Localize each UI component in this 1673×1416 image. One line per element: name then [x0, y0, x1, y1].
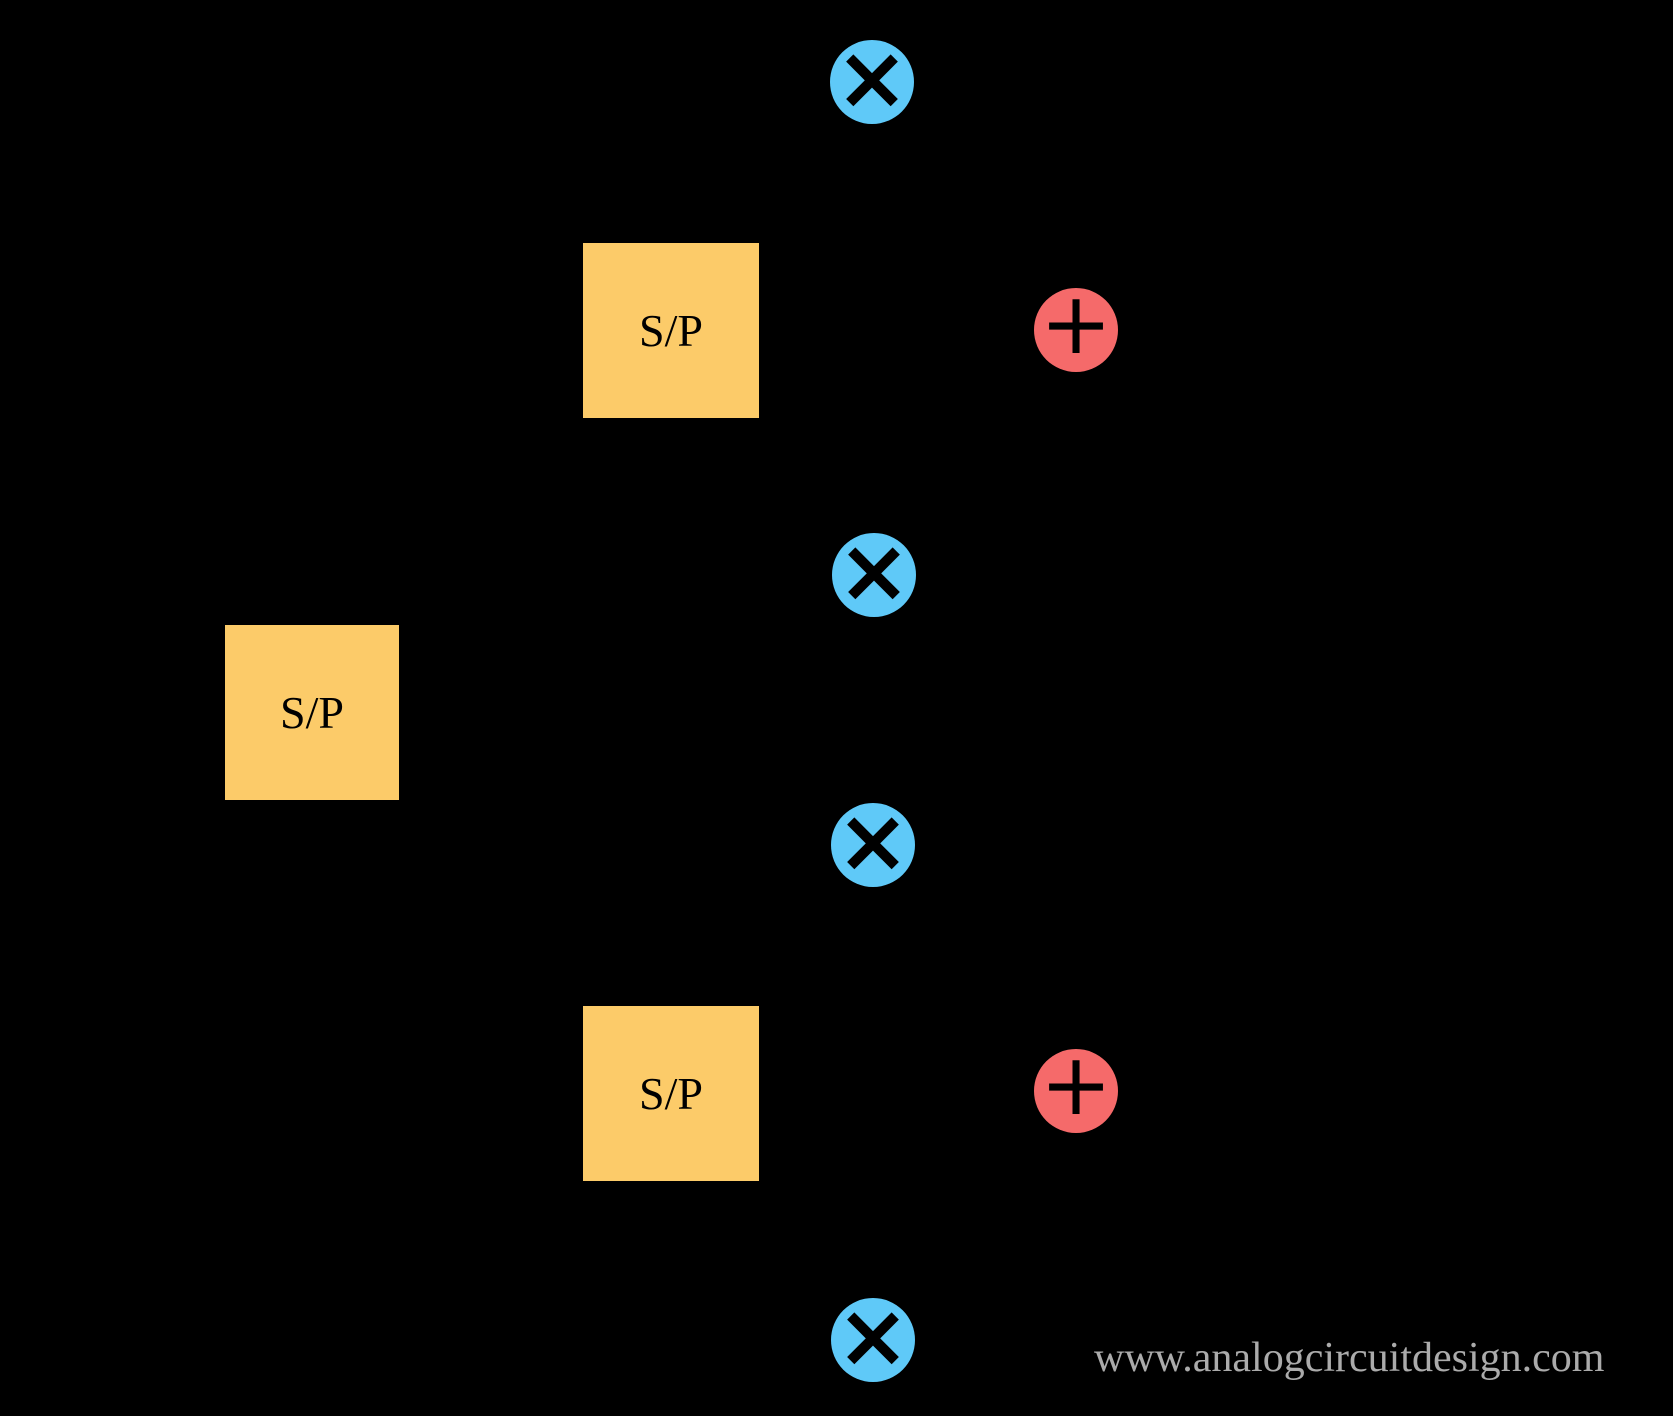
multiplier-node-lower-middle: ×: [831, 797, 915, 887]
sp-block-bottom: S/P: [583, 1006, 759, 1181]
plus-icon: +: [1039, 1035, 1113, 1135]
multiplier-node-top: ×: [830, 34, 914, 124]
multiplier-node-bottom: ×: [831, 1292, 915, 1382]
adder-node-upper: +: [1034, 281, 1118, 372]
plus-icon: +: [1039, 274, 1113, 374]
multiply-icon: ×: [837, 519, 911, 622]
sp-block-left: S/P: [225, 625, 399, 800]
multiplier-node-upper-middle: ×: [832, 527, 916, 617]
multiply-icon: ×: [836, 789, 910, 892]
sp-block-left-label: S/P: [280, 687, 344, 738]
adder-node-lower: +: [1034, 1042, 1118, 1133]
sp-block-top: S/P: [583, 243, 759, 418]
watermark-text: www.analogcircuitdesign.com: [1094, 1335, 1605, 1381]
multiply-icon: ×: [836, 1284, 910, 1387]
sp-block-bottom-label: S/P: [639, 1068, 703, 1119]
sp-block-top-label: S/P: [639, 305, 703, 356]
multiply-icon: ×: [835, 26, 909, 129]
